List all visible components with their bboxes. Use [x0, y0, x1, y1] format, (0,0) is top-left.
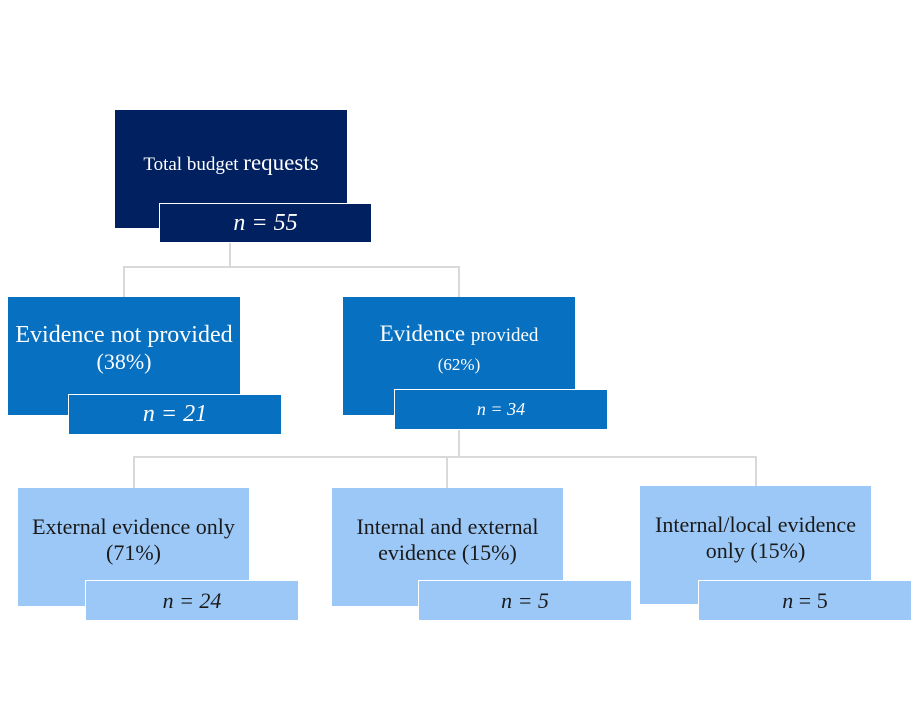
node-total-title: Total budget requests: [143, 150, 318, 176]
node-internal-local-count-tab: n = 5: [698, 580, 912, 621]
connector-left-drop: [123, 266, 125, 297]
node-evidence-not-provided: Evidence not provided (38%): [8, 297, 240, 415]
node-provided-title-part2: provided: [470, 325, 539, 346]
connector-provided-stem: [458, 428, 460, 457]
node-total-count: n = 55: [233, 209, 298, 236]
node-not-provided-pct: (38%): [96, 349, 152, 374]
node-external-line1: External evidence only: [32, 514, 235, 539]
node-external-line2: (71%): [106, 540, 161, 565]
connector-leaf-drop-2: [446, 456, 448, 488]
node-internal-external-count: n = 5: [501, 587, 549, 613]
connector-right-drop: [458, 266, 460, 297]
node-external-count: n = 24: [162, 587, 222, 613]
node-provided-count: n = 34: [476, 399, 526, 419]
node-external-count-tab: n = 24: [85, 580, 299, 621]
node-internal-external-line1: Internal and external: [356, 514, 539, 539]
node-internal-local-count-value: = 5: [793, 587, 828, 613]
node-provided-count-tab: n = 34: [394, 389, 608, 430]
node-not-provided-count: n = 21: [142, 401, 208, 427]
node-total-title-part2: requests: [243, 150, 319, 175]
node-provided-title: Evidence provided: [380, 319, 539, 352]
node-internal-local-count: n = 5: [782, 588, 827, 614]
node-provided-title-part1: Evidence: [379, 321, 471, 346]
node-internal-local-count-n: n: [782, 587, 794, 613]
node-internal-local-line2: only (15%): [705, 538, 806, 563]
node-total-count-tab: n = 55: [159, 203, 372, 243]
node-not-provided-title: Evidence not provided: [15, 322, 233, 348]
node-internal-external-count-tab: n = 5: [418, 580, 632, 621]
node-internal-local-line1: Internal/local evidence: [655, 512, 856, 537]
node-not-provided-count-tab: n = 21: [68, 394, 282, 435]
connector-leaf-drop-1: [133, 456, 135, 488]
node-internal-external-line2: evidence (15%): [378, 540, 517, 565]
connector-leaf-horizontal: [133, 456, 757, 458]
connector-root-stem: [229, 242, 231, 267]
node-provided-pct: (62%): [437, 355, 481, 374]
connector-root-horizontal: [123, 266, 460, 268]
node-total-title-part1: Total budget: [143, 154, 244, 175]
connector-leaf-drop-3: [755, 456, 757, 486]
